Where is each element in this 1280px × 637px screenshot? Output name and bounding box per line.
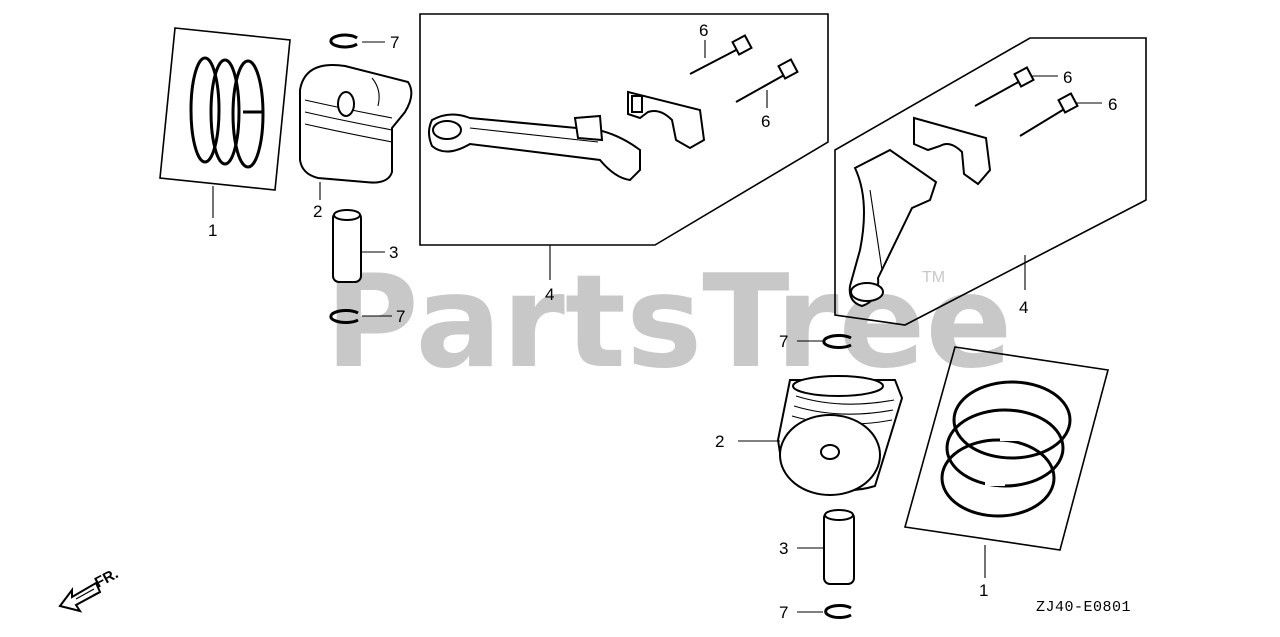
callout-7a[interactable]: 7 — [390, 33, 399, 52]
conrod-a-big-end — [573, 114, 604, 142]
conrod-b-small-end — [850, 282, 884, 302]
callout-2a[interactable]: 2 — [313, 202, 322, 221]
callout-6a[interactable]: 6 — [699, 21, 708, 40]
bolt-6c-head — [1013, 66, 1035, 88]
bolt-6c[interactable] — [974, 66, 1035, 107]
callout-4a[interactable]: 4 — [545, 285, 554, 304]
bolt-6a-head — [731, 34, 753, 56]
rod-cap-b-body — [913, 116, 992, 186]
front-direction-arrow-icon — [58, 581, 102, 613]
callout-6c[interactable]: 6 — [1063, 68, 1072, 87]
clip-7c-shape — [822, 334, 852, 349]
piston-ring-set-b[interactable] — [903, 346, 1110, 551]
piston-pin-a-end — [333, 209, 361, 221]
callout-3b[interactable]: 3 — [779, 539, 788, 558]
piston-a[interactable] — [299, 64, 413, 184]
clip-7d[interactable] — [824, 604, 852, 619]
ring-set-a-frame — [159, 27, 291, 191]
piston-b-pin-hole — [820, 444, 840, 460]
ring-set-b-frame — [903, 346, 1110, 551]
callout-7b[interactable]: 7 — [396, 307, 405, 326]
connecting-rod-a[interactable] — [428, 113, 641, 182]
bolt-6d-head — [1057, 92, 1079, 114]
callout-1a[interactable]: 1 — [208, 221, 217, 240]
bolt-6d[interactable] — [1019, 92, 1079, 137]
rod-cap-b[interactable] — [913, 116, 992, 186]
rod-cap-a-body — [627, 90, 706, 150]
piston-pin-b-end — [824, 509, 854, 521]
piston-a-pin-hole — [337, 91, 355, 117]
clip-7c[interactable] — [822, 334, 852, 349]
callout-4b[interactable]: 4 — [1019, 298, 1028, 317]
piston-pin-a-body — [332, 211, 362, 283]
clip-7a[interactable] — [329, 33, 358, 49]
piston-pin-b[interactable] — [823, 509, 855, 585]
callout-7d[interactable]: 7 — [779, 603, 788, 622]
conrod-a-body — [428, 113, 641, 182]
callout-1b[interactable]: 1 — [979, 581, 988, 600]
ring-a2 — [209, 58, 241, 166]
conrod-b-body — [848, 148, 938, 308]
ring-b1 — [952, 380, 1072, 460]
bolt-6b[interactable] — [735, 58, 799, 103]
piston-b-top — [792, 375, 884, 397]
trademark: TM — [922, 269, 945, 286]
piston-a-body — [299, 64, 413, 184]
ring-b3 — [940, 438, 1056, 518]
conrod-b-frame — [834, 37, 1147, 326]
callout-3a[interactable]: 3 — [389, 243, 398, 262]
bolt-6a-shank — [689, 47, 741, 75]
rod-cap-a-left-pad — [631, 95, 643, 113]
bolt-6d-shank — [1019, 107, 1067, 137]
ring-a3 — [231, 59, 265, 169]
bolt-6b-shank — [735, 73, 787, 103]
piston-b[interactable] — [776, 375, 904, 496]
callout-6b[interactable]: 6 — [761, 112, 770, 131]
callout-2b[interactable]: 2 — [715, 432, 724, 451]
drawing-code: ZJ40-E0801 — [1036, 599, 1131, 616]
piston-ring-set-a[interactable] — [159, 27, 291, 191]
watermark: PartsTree — [325, 248, 1012, 397]
clip-7b[interactable] — [329, 309, 359, 324]
ring-a1 — [189, 56, 221, 164]
clip-7a-shape — [329, 33, 358, 49]
callout-7c[interactable]: 7 — [779, 332, 788, 351]
bolt-6b-head — [777, 58, 799, 80]
piston-pin-a[interactable] — [332, 209, 362, 283]
callout-6d[interactable]: 6 — [1108, 95, 1117, 114]
piston-pin-b-body — [823, 511, 855, 585]
clip-7d-shape — [824, 604, 852, 619]
clip-7b-shape — [329, 309, 359, 324]
conrod-a-small-end — [432, 120, 462, 140]
conrod-a-frame — [419, 13, 829, 246]
connecting-rod-b[interactable] — [848, 148, 938, 308]
rod-cap-a[interactable] — [627, 90, 706, 150]
bolt-6c-shank — [974, 79, 1023, 107]
bolt-6a[interactable] — [689, 34, 753, 75]
